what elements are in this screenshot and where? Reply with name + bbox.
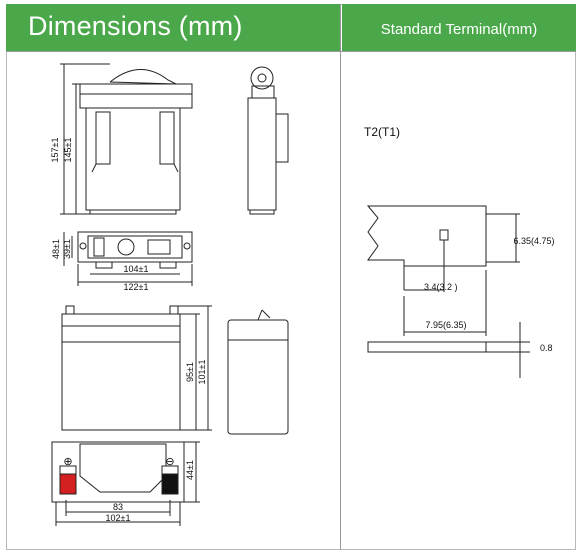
- battery-bottom-view: [51, 441, 185, 503]
- label-bottom-width: 102±1: [106, 513, 131, 523]
- plus-symbol: ⊕: [63, 456, 72, 468]
- label-top-width: 122±1: [124, 282, 149, 292]
- label-terminal-thickness: 0.8: [540, 343, 553, 353]
- positive-terminal-cap: [59, 465, 77, 475]
- dimensions-header: Dimensions (mm): [6, 4, 340, 51]
- label-front-height-total: 101±1: [197, 360, 207, 385]
- negative-terminal-cap: [161, 465, 179, 475]
- label-terminal-length: 7.95(6.35): [425, 320, 466, 330]
- dimensions-title: Dimensions (mm): [28, 11, 243, 41]
- battery-side-small-view: [227, 309, 289, 435]
- battery-top-view: [77, 231, 193, 269]
- terminal-type-label: T2(T1): [364, 125, 400, 139]
- minus-symbol: ⊖: [165, 456, 174, 468]
- label-top-inner: 39±1: [62, 239, 72, 259]
- terminal-header: Standard Terminal(mm): [342, 4, 576, 51]
- label-terminal-span: 83: [113, 502, 123, 512]
- label-terminal-width: 6.35(4.75): [513, 236, 554, 246]
- negative-terminal: [161, 473, 179, 495]
- label-bottom-height: 44±1: [185, 460, 195, 480]
- label-height-total: 157±1: [50, 138, 60, 163]
- label-height-case: 145±1: [63, 138, 73, 163]
- label-hole-offset: 3.4(3.2 ): [424, 282, 458, 292]
- battery-end-view: [247, 66, 289, 215]
- terminal-title: Standard Terminal(mm): [380, 21, 538, 38]
- battery-front-view: [61, 305, 181, 431]
- label-top-depth: 48±1: [51, 239, 61, 259]
- column-divider: [340, 4, 341, 550]
- terminal-detail-drawing: [366, 205, 530, 378]
- battery-side-view: [79, 69, 193, 215]
- positive-terminal: [59, 473, 77, 495]
- label-top-inner-width: 104±1: [124, 264, 149, 274]
- header-divider: [6, 51, 576, 52]
- label-front-height-case: 95±1: [185, 362, 195, 382]
